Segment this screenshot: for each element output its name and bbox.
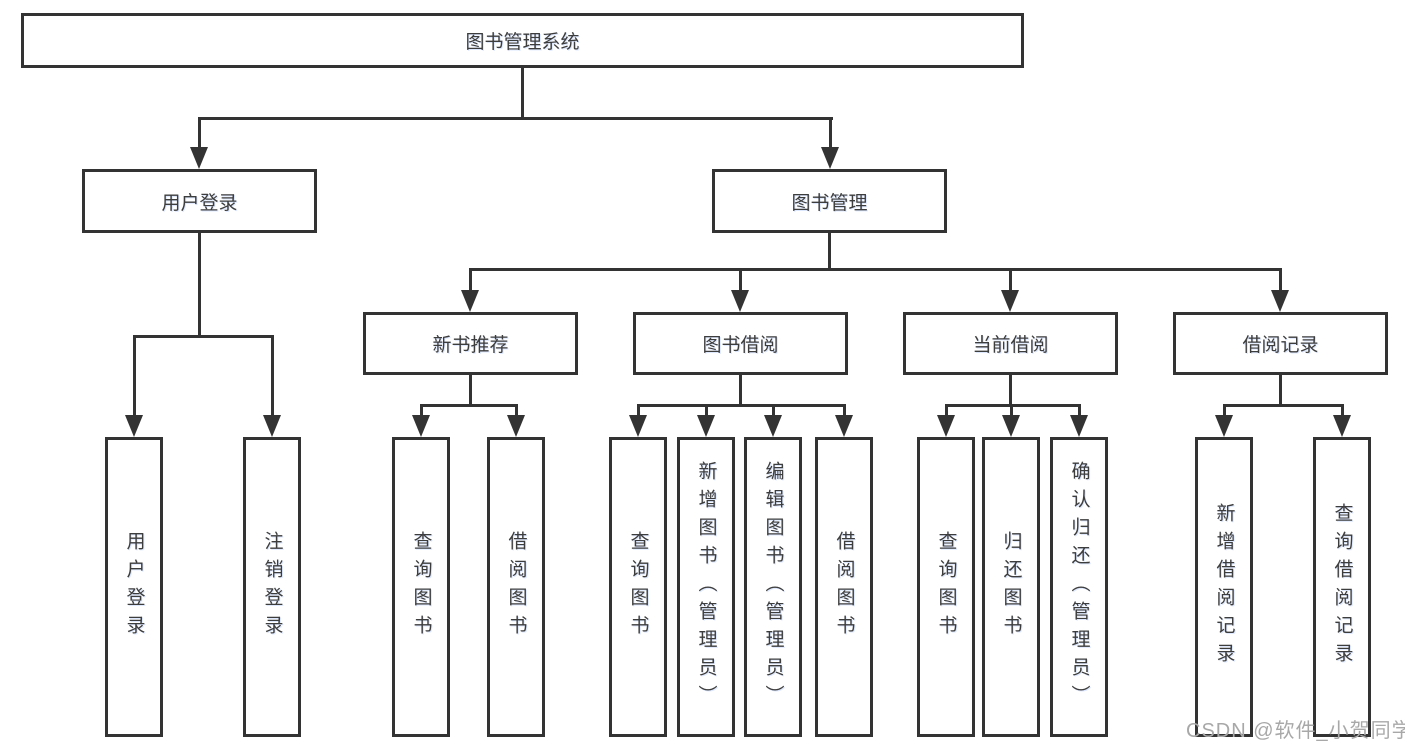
leaf-label-query-books-1: 查询图书	[410, 531, 432, 643]
connector-stub-leaf	[1223, 404, 1226, 420]
leaf-box-query-books-2: 查询图书	[609, 437, 667, 737]
leaf-box-edit-book-admin: 编辑图书（管理员）	[744, 437, 802, 737]
node-box-new-book-recommend: 新书推荐	[363, 312, 578, 375]
arrow-down-icon	[764, 415, 782, 437]
connector-stub-leaf	[637, 404, 640, 420]
leaf-label-user-login: 用户登录	[123, 531, 145, 643]
leaf-label-confirm-return-admin: 确认归还（管理员）	[1068, 461, 1090, 713]
leaf-label-add-book-admin: 新增图书（管理员）	[695, 461, 717, 713]
arrow-down-icon	[1070, 415, 1088, 437]
connector-stem-user-login	[198, 233, 201, 337]
connector-stub-borrow-record	[1279, 268, 1282, 294]
connector-stub-logout	[271, 335, 274, 420]
arrow-down-icon	[190, 147, 208, 169]
connector-stub-leaf	[843, 404, 846, 420]
node-box-current-borrowing: 当前借阅	[903, 312, 1118, 375]
connector-stem-root	[521, 68, 524, 120]
connector-stub-book-mgmt	[829, 117, 832, 153]
csdn-watermark: CSDN @软件_小贺同学	[1186, 720, 1405, 742]
connector-stub-leaf	[705, 404, 708, 420]
connector-stub-leaf	[945, 404, 948, 420]
node-box-book-borrowing: 图书借阅	[633, 312, 848, 375]
connector-stub-book-borrow	[739, 268, 742, 294]
arrow-down-icon	[697, 415, 715, 437]
node-box-borrowing-records: 借阅记录	[1173, 312, 1388, 375]
connector-branch-current-borrow	[945, 404, 1081, 407]
arrow-down-icon	[1333, 415, 1351, 437]
connector-branch-level2	[469, 268, 1282, 271]
connector-branch-level1	[198, 117, 833, 120]
connector-stub-leaf	[420, 404, 423, 420]
arrow-down-icon	[835, 415, 853, 437]
connector-stem-current-borrow	[1009, 375, 1012, 406]
connector-stub-leaf	[1078, 404, 1081, 420]
connector-stub-new-book	[469, 268, 472, 294]
arrow-down-icon	[461, 290, 479, 312]
connector-stub-leaf	[772, 404, 775, 420]
leaf-label-borrow-books-2: 借阅图书	[833, 531, 855, 643]
connector-stub-leaf	[1341, 404, 1344, 420]
connector-stem-book-mgmt	[828, 233, 831, 271]
node-box-library-system: 图书管理系统	[21, 13, 1024, 68]
arrow-down-icon	[507, 415, 525, 437]
leaf-box-add-book-admin: 新增图书（管理员）	[677, 437, 735, 737]
arrow-down-icon	[821, 147, 839, 169]
connector-stem-new-book	[469, 375, 472, 406]
leaf-box-user-login: 用户登录	[105, 437, 163, 737]
leaf-label-logout: 注销登录	[261, 531, 283, 643]
leaf-box-borrow-books-2: 借阅图书	[815, 437, 873, 737]
arrow-down-icon	[125, 415, 143, 437]
leaf-label-query-books-2: 查询图书	[627, 531, 649, 643]
connector-stub-leaf	[515, 404, 518, 420]
node-label-book-management: 图书管理	[791, 192, 868, 214]
arrow-down-icon	[731, 290, 749, 312]
leaf-label-query-books-3: 查询图书	[935, 531, 957, 643]
leaf-box-query-borrow-record: 查询借阅记录	[1313, 437, 1371, 737]
connector-branch-new-book	[420, 404, 518, 407]
leaf-label-edit-book-admin: 编辑图书（管理员）	[762, 461, 784, 713]
connector-branch-user-login	[133, 335, 274, 338]
leaf-box-return-books: 归还图书	[982, 437, 1040, 737]
leaf-box-add-borrow-record: 新增借阅记录	[1195, 437, 1253, 737]
arrow-down-icon	[1271, 290, 1289, 312]
connector-branch-borrow-record	[1223, 404, 1344, 407]
arrow-down-icon	[263, 415, 281, 437]
connector-stem-book-borrow	[739, 375, 742, 406]
node-box-user-login: 用户登录	[82, 169, 317, 233]
arrow-down-icon	[629, 415, 647, 437]
node-label-user-login: 用户登录	[161, 192, 238, 214]
arrow-down-icon	[412, 415, 430, 437]
leaf-box-confirm-return-admin: 确认归还（管理员）	[1050, 437, 1108, 737]
arrow-down-icon	[1215, 415, 1233, 437]
node-label-book-borrowing: 图书借阅	[702, 335, 779, 356]
node-label-library-system: 图书管理系统	[465, 32, 580, 53]
leaf-label-add-borrow-record: 新增借阅记录	[1213, 503, 1235, 671]
leaf-box-query-books-1: 查询图书	[392, 437, 450, 737]
connector-stub-login	[133, 335, 136, 420]
leaf-label-query-borrow-record: 查询借阅记录	[1331, 503, 1353, 671]
node-box-book-management: 图书管理	[712, 169, 947, 233]
leaf-box-query-books-3: 查询图书	[917, 437, 975, 737]
leaf-label-borrow-books-1: 借阅图书	[505, 531, 527, 643]
connector-branch-book-borrow	[637, 404, 846, 407]
leaf-label-return-books: 归还图书	[1000, 531, 1022, 643]
node-label-borrowing-records: 借阅记录	[1242, 335, 1319, 356]
node-label-current-borrowing: 当前借阅	[972, 335, 1049, 356]
connector-stem-borrow-record	[1279, 375, 1282, 406]
arrow-down-icon	[1001, 290, 1019, 312]
arrow-down-icon	[1002, 415, 1020, 437]
node-label-new-book-recommend: 新书推荐	[432, 335, 509, 356]
arrow-down-icon	[937, 415, 955, 437]
connector-stub-user-login	[198, 117, 201, 153]
leaf-box-borrow-books-1: 借阅图书	[487, 437, 545, 737]
connector-stub-leaf	[1010, 404, 1013, 420]
leaf-box-logout: 注销登录	[243, 437, 301, 737]
connector-stub-current-borrow	[1009, 268, 1012, 294]
